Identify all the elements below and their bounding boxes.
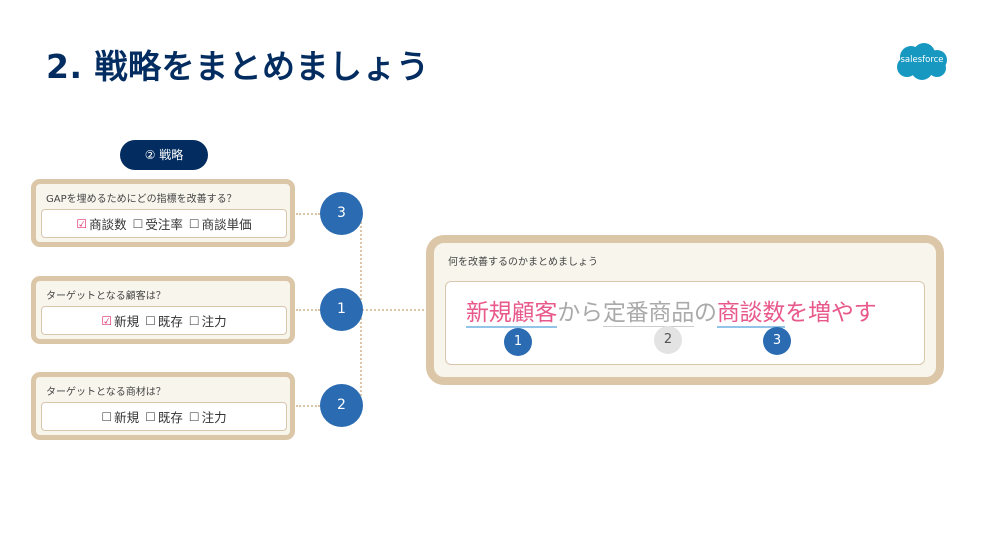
option-label: 受注率 [145, 217, 183, 232]
options-box: ☑商談数 ☐受注率 ☐商談単価 [41, 209, 287, 238]
summary-title: 何を改善するのかまとめましょう [448, 257, 598, 268]
option-checkbox[interactable]: ☑商談数 [76, 214, 126, 233]
question-text: ターゲットとなる商材は？ [46, 387, 166, 398]
checkbox-checked-icon[interactable]: ☑ [76, 216, 88, 231]
number-circle: 1 [320, 288, 363, 331]
number-circle: 3 [320, 192, 363, 235]
connector-text: から [557, 300, 603, 326]
option-checkbox[interactable]: ☐新規 [101, 407, 139, 426]
checkbox-checked-icon[interactable]: ☑ [101, 313, 113, 328]
question-card-product: ターゲットとなる商材は？ ☐新規 ☐既存 ☐注力 [31, 372, 295, 440]
option-checkbox[interactable]: ☑新規 [101, 311, 139, 330]
question-text: GAPを埋めるためにどの指標を改善する？ [46, 194, 237, 205]
target-metric: 商談数 [716, 300, 786, 328]
target-customer: 新規顧客 [466, 300, 558, 328]
option-label: 商談単価 [201, 217, 252, 232]
number-circle: 1 [504, 328, 532, 356]
connector-line [296, 213, 320, 215]
option-label: 注力 [201, 410, 227, 425]
question-card-metric: GAPを埋めるためにどの指標を改善する？ ☑商談数 ☐受注率 ☐商談単価 [31, 179, 295, 247]
option-label: 既存 [157, 410, 183, 425]
connector-line [362, 309, 428, 311]
summary-sentence: 新規顧客から定番商品の商談数を増やす [466, 293, 877, 328]
option-checkbox[interactable]: ☐既存 [145, 311, 183, 330]
checkbox-icon[interactable]: ☐ [188, 409, 200, 424]
logo-text: salesforce [900, 55, 944, 65]
option-label: 新規 [114, 410, 140, 425]
options-box: ☐新規 ☐既存 ☐注力 [41, 402, 287, 431]
checkbox-icon[interactable]: ☐ [101, 409, 113, 424]
connector-line [296, 309, 320, 311]
page-title: 2. 戦略をまとめましょう [46, 47, 430, 86]
option-label: 既存 [157, 314, 183, 329]
summary-panel: 何を改善するのかまとめましょう 新規顧客から定番商品の商談数を増やす 1 2 3 [426, 235, 944, 385]
number-circle: 2 [654, 326, 682, 354]
summary-sentence-box: 新規顧客から定番商品の商談数を増やす 1 2 3 [445, 281, 925, 365]
option-checkbox[interactable]: ☐注力 [189, 407, 227, 426]
connector-line [296, 405, 320, 407]
option-checkbox[interactable]: ☐注力 [189, 311, 227, 330]
checkbox-icon[interactable]: ☐ [188, 216, 200, 231]
checkbox-icon[interactable]: ☐ [188, 313, 200, 328]
strategy-pill: ② 戦略 [120, 140, 208, 170]
number-circle: 2 [320, 384, 363, 427]
options-box: ☑新規 ☐既存 ☐注力 [41, 306, 287, 335]
target-product: 定番商品 [602, 300, 695, 327]
checkbox-icon[interactable]: ☐ [145, 409, 156, 424]
checkbox-icon[interactable]: ☐ [132, 216, 144, 231]
option-checkbox[interactable]: ☐受注率 [133, 214, 183, 233]
salesforce-logo: salesforce [893, 42, 951, 82]
option-label: 新規 [114, 314, 140, 329]
option-label: 注力 [201, 314, 227, 329]
number-circle: 3 [763, 327, 791, 355]
option-label: 商談数 [89, 217, 127, 232]
sentence-end: を増やす [785, 300, 877, 326]
cloud-icon [897, 43, 947, 80]
option-checkbox[interactable]: ☐商談単価 [189, 214, 252, 233]
checkbox-icon[interactable]: ☐ [145, 313, 156, 328]
question-text: ターゲットとなる顧客は？ [46, 291, 166, 302]
question-card-customer: ターゲットとなる顧客は？ ☑新規 ☐既存 ☐注力 [31, 276, 295, 344]
connector-text: の [694, 300, 717, 326]
option-checkbox[interactable]: ☐既存 [145, 407, 183, 426]
